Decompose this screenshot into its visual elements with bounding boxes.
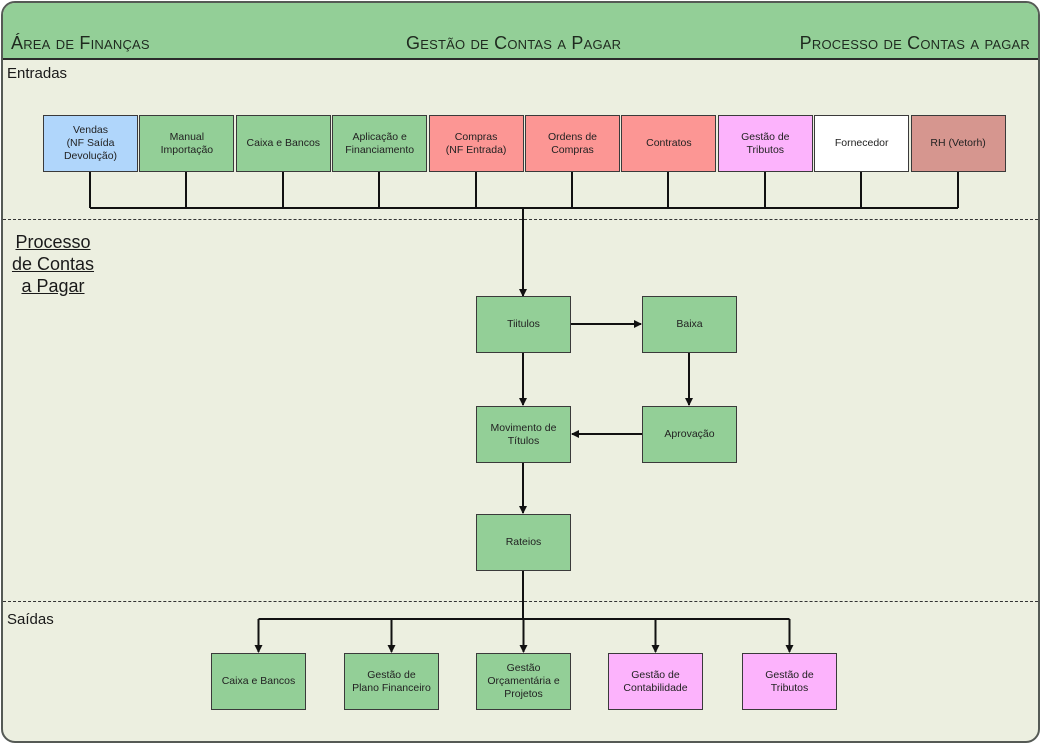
output-label: Gestão de Contabilidade	[623, 668, 688, 694]
input-box[interactable]: Manual Importação	[139, 115, 235, 172]
process-section-label: Processo de Contas a Pagar	[11, 232, 95, 296]
connector-lines	[89, 172, 959, 653]
input-label: Compras (NF Entrada)	[445, 130, 507, 156]
process-box-rateios[interactable]: Rateios	[476, 514, 571, 571]
input-box[interactable]: Fornecedor	[814, 115, 910, 172]
input-label: Contratos	[646, 137, 692, 149]
process-box-movimento-titulos[interactable]: Movimento de Títulos	[476, 406, 571, 463]
input-box[interactable]: Compras (NF Entrada)	[428, 115, 524, 172]
aprovacao-label: Aprovação	[664, 428, 715, 440]
area-title: Área de Finanças	[11, 33, 150, 53]
input-box[interactable]: Caixa e Bancos	[235, 115, 331, 172]
output-box[interactable]: Gestão de Contabilidade	[608, 653, 703, 710]
output-box[interactable]: Gestão de Tributos	[742, 653, 837, 710]
input-label: RH (Vetorh)	[930, 137, 986, 149]
output-box[interactable]: Caixa e Bancos	[211, 653, 306, 710]
baixa-label: Baixa	[676, 318, 703, 330]
diagram-title: Gestão de Contas a Pagar	[406, 33, 622, 53]
output-label: Gestão de Plano Financeiro	[352, 668, 431, 694]
input-box[interactable]: Gestão de Tributos	[717, 115, 813, 172]
titulos-label: Tiitulos	[507, 318, 540, 330]
process-box-aprovacao[interactable]: Aprovação	[642, 406, 737, 463]
output-box[interactable]: Gestão Orçamentária e Projetos	[476, 653, 571, 710]
process-box-titulos[interactable]: Tiitulos	[476, 296, 571, 353]
input-label: Caixa e Bancos	[246, 137, 321, 149]
output-box[interactable]: Gestão de Plano Financeiro	[344, 653, 439, 710]
input-label: Manual Importação	[160, 130, 214, 156]
header-bar: Área de Finanças Gestão de Contas a Paga…	[3, 3, 1038, 60]
input-label: Vendas (NF Saída Devolução)	[63, 124, 118, 162]
input-box[interactable]: Vendas (NF Saída Devolução)	[43, 115, 138, 172]
inputs-divider	[3, 219, 1038, 220]
input-box[interactable]: Aplicação e Financiamento	[332, 115, 428, 172]
input-label: Ordens de Compras	[547, 130, 598, 156]
input-label: Fornecedor	[834, 137, 889, 149]
rateios-label: Rateios	[505, 536, 542, 548]
outputs-section-label: Saídas	[7, 611, 54, 628]
output-label: Caixa e Bancos	[221, 675, 296, 687]
inputs-section-label: Entradas	[7, 65, 68, 82]
input-label: Aplicação e Financiamento	[345, 130, 415, 156]
outputs-divider	[3, 601, 1038, 602]
output-label: Gestão Orçamentária e Projetos	[487, 662, 560, 700]
input-box[interactable]: RH (Vetorh)	[910, 115, 1006, 172]
movimento-label: Movimento de Títulos	[490, 421, 557, 447]
input-box[interactable]: Contratos	[621, 115, 717, 172]
process-box-baixa[interactable]: Baixa	[642, 296, 737, 353]
output-label: Gestão de Tributos	[765, 668, 814, 694]
input-box[interactable]: Ordens de Compras	[525, 115, 620, 172]
process-title: Processo de Contas a pagar	[799, 33, 1030, 53]
input-label: Gestão de Tributos	[741, 130, 790, 156]
